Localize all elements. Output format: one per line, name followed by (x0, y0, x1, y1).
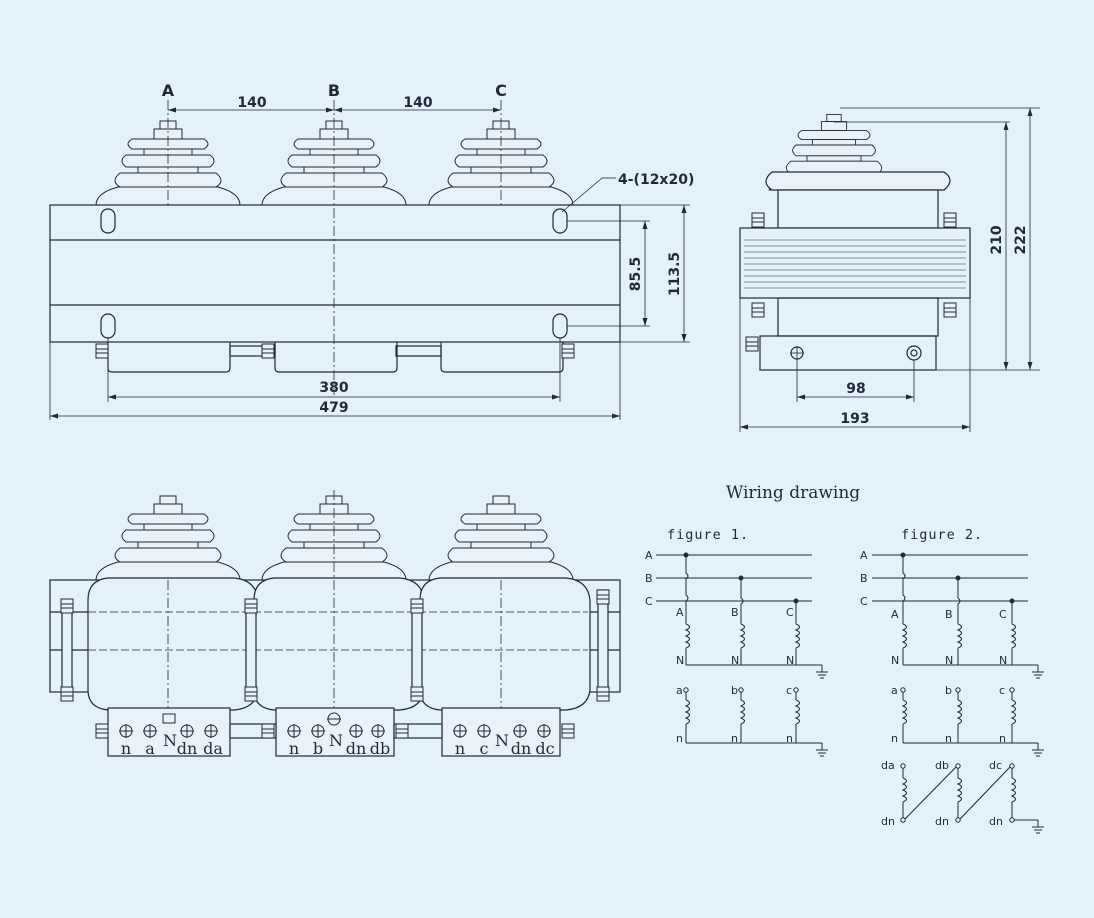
side-core (739, 227, 971, 299)
dim-total-height: 222 (1013, 225, 1029, 254)
terminal-label: b (313, 739, 323, 758)
dim-total-length: 479 (319, 400, 348, 416)
dim-phase-spacing-2: 140 (403, 95, 432, 111)
side-view (739, 107, 1040, 432)
winding-label: dn (935, 815, 949, 828)
winding-label: dn (989, 815, 1003, 828)
winding-label: N (676, 654, 684, 667)
side-base (759, 335, 937, 371)
terminal-label: dn (346, 739, 367, 758)
winding-label: a (891, 684, 898, 697)
terminal-label: N (163, 731, 177, 750)
terminal-label: n (289, 739, 299, 758)
winding-label: A (676, 606, 684, 619)
front-view (49, 100, 690, 420)
figure1-labels: A B C A B C N N N a b c n n n (645, 549, 794, 745)
terminal-box-b (275, 707, 395, 757)
winding-label: N (945, 654, 953, 667)
dim-base-height: 113.5 (667, 252, 683, 296)
front-body (49, 204, 621, 343)
wiring-title: Wiring drawing (726, 483, 860, 503)
winding-label: B (945, 608, 953, 621)
winding-label: n (731, 732, 738, 745)
bus-label: A (860, 549, 868, 562)
bus-label: C (645, 595, 653, 608)
winding-label: c (999, 684, 1005, 697)
dim-terminal-height: 210 (989, 225, 1005, 254)
bus-label: B (645, 572, 653, 585)
phase-label-b: B (328, 81, 340, 100)
bus-label: B (860, 572, 868, 585)
winding-label: N (891, 654, 899, 667)
winding-label: a (676, 684, 683, 697)
bus-label: C (860, 595, 868, 608)
terminal-label: dn (177, 739, 198, 758)
winding-label: dn (881, 815, 895, 828)
side-view-labels: 210 222 98 193 (840, 225, 1029, 427)
bottom-view (49, 490, 621, 757)
winding-label: n (676, 732, 683, 745)
winding-label: db (935, 759, 949, 772)
figure1-title: figure 1. (667, 527, 749, 543)
winding-label: N (999, 654, 1007, 667)
winding-label: n (999, 732, 1006, 745)
dim-slot-vertical: 85.5 (628, 257, 644, 292)
dim-depth: 193 (840, 411, 869, 427)
winding-label: n (945, 732, 952, 745)
terminal-label: da (203, 739, 223, 758)
figure2-title: figure 2. (901, 527, 983, 543)
winding-label: n (891, 732, 898, 745)
phase-label-c: C (495, 81, 507, 100)
winding-label: C (999, 608, 1007, 621)
figure2-labels: A B C A B C N N N a b c n n n da db dc d… (860, 549, 1007, 828)
terminal-box-c (441, 707, 561, 757)
dim-mount-spacing: 98 (846, 381, 865, 397)
winding-label: n (786, 732, 793, 745)
winding-label: N (786, 654, 794, 667)
terminal-label: N (329, 731, 343, 750)
terminal-label: dn (511, 739, 532, 758)
terminal-label: db (370, 739, 390, 758)
winding-label: C (786, 606, 794, 619)
terminal-label: n (121, 739, 131, 758)
winding-label: A (891, 608, 899, 621)
dim-slot-note: 4-(12x20) (618, 172, 694, 188)
terminal-label: c (480, 739, 489, 758)
winding-label: c (786, 684, 792, 697)
front-view-labels: A B C 140 140 4-(12x20) 85.5 113.5 380 4… (162, 81, 695, 416)
phase-label-a: A (162, 81, 175, 100)
winding-label: dc (989, 759, 1002, 772)
dim-slot-horizontal: 380 (319, 380, 348, 396)
terminal-label: a (145, 739, 155, 758)
winding-label: b (945, 684, 952, 697)
terminal-label: n (455, 739, 465, 758)
figure2-schematic (872, 552, 1045, 834)
winding-label: da (881, 759, 895, 772)
winding-label: b (731, 684, 738, 697)
terminal-labels: n a N dn da n b N dn db n c N dn dc (121, 731, 555, 758)
terminal-label: dc (535, 739, 554, 758)
winding-label: N (731, 654, 739, 667)
bus-label: A (645, 549, 653, 562)
mount-slot (100, 208, 116, 234)
dim-phase-spacing-1: 140 (237, 95, 266, 111)
terminal-label: N (495, 731, 509, 750)
figure1-schematic (656, 552, 829, 757)
winding-label: B (731, 606, 739, 619)
